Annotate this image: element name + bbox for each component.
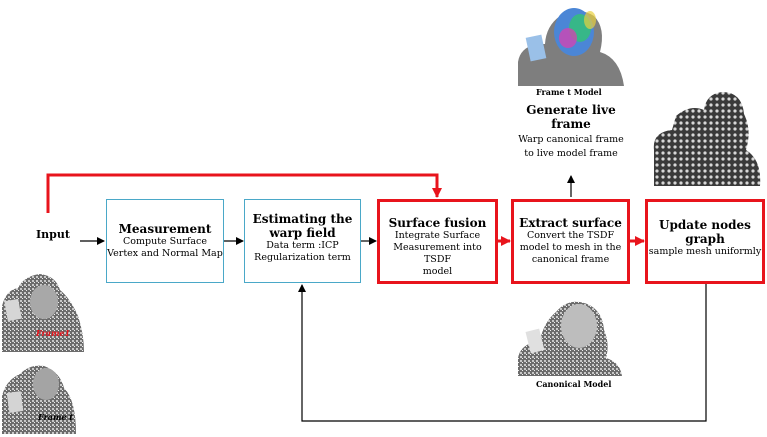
fusion-title: Surface fusion (388, 216, 487, 230)
canonical-model-icon (518, 301, 622, 376)
extract-title: Extract surface (519, 216, 622, 230)
update-to-warp-feedback-arrow (298, 283, 707, 422)
warp-title-1: Estimating the (252, 212, 353, 226)
warp-field-box: Estimating the warp field Data term :ICP… (244, 199, 361, 283)
extract-desc-3: canonical frame (531, 254, 610, 265)
fusion-desc-2: Measurement into TSDF (393, 242, 482, 265)
measurement-desc-2: Vertex and Normal Map (107, 248, 223, 259)
generate-title-1: Generate live (526, 103, 616, 117)
update-nodes-box: Update nodes graph sample mesh uniformly (645, 199, 765, 284)
fusion-desc-3: model (422, 266, 453, 277)
frame1-caption: Frame1 (36, 328, 71, 338)
update-title-1: Update nodes (659, 218, 751, 232)
extract-surface-box: Extract surface Convert the TSDF model t… (511, 199, 630, 284)
generate-live-frame: Generate live frame Warp canonical frame… (506, 103, 636, 161)
update-desc-1: sample mesh uniformly (648, 246, 762, 257)
extract-desc-1: Convert the TSDF (526, 230, 615, 241)
node-graph-mesh-icon (653, 92, 761, 186)
frame-t-model-caption: Frame t Model (536, 87, 602, 97)
fusion-desc-1: Integrate Surface (394, 230, 481, 241)
input-label: Input (36, 228, 70, 241)
input-to-fusion-arrow (46, 173, 442, 213)
warp-desc-1: Data term :ICP (266, 240, 339, 251)
canonical-model-caption: Canonical Model (536, 379, 612, 389)
measurement-box: Measurement Compute Surface Vertex and N… (106, 199, 224, 283)
warp-desc-2: Regularization term (254, 252, 351, 263)
frame-t-icon (2, 365, 76, 434)
generate-desc-1: Warp canonical frame (518, 134, 624, 145)
measurement-desc-1: Compute Surface (123, 236, 207, 247)
frame1-icon (2, 274, 84, 352)
generate-title-2: frame (551, 117, 591, 131)
frame-t-model-icon (518, 8, 624, 86)
update-title-2: graph (685, 232, 725, 246)
extract-desc-2: model to mesh in the (519, 242, 622, 253)
warp-title-2: warp field (269, 226, 336, 240)
measurement-title: Measurement (118, 222, 212, 236)
surface-fusion-box: Surface fusion Integrate Surface Measure… (377, 199, 498, 284)
frame-t-caption: Frame t (38, 412, 73, 422)
generate-desc-2: to live model frame (524, 148, 618, 159)
